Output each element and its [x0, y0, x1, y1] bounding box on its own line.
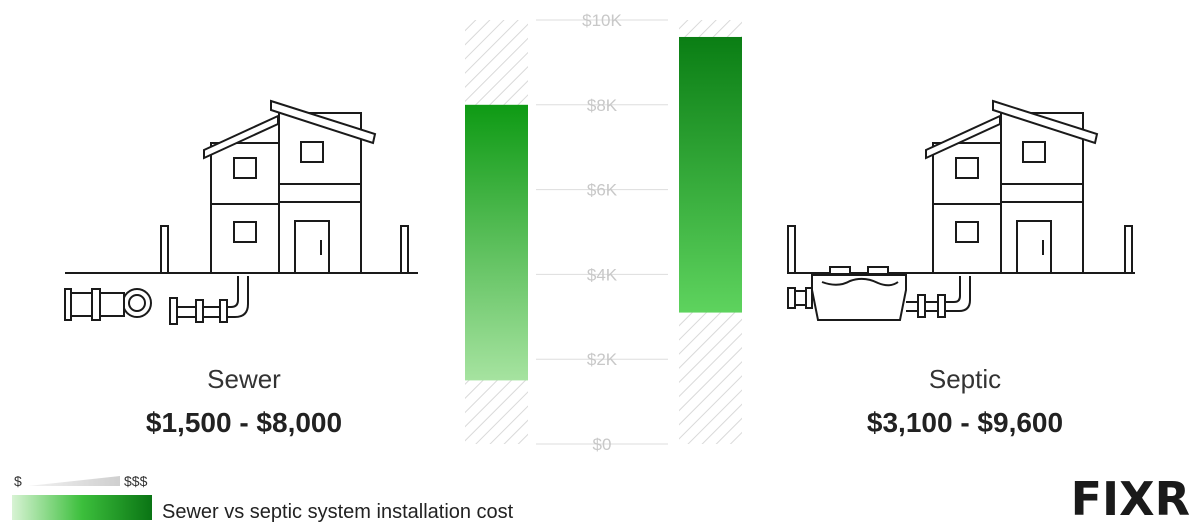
- y-tick-label: $6K: [587, 181, 618, 200]
- septic-cost-bar: [679, 36, 742, 313]
- y-tick-labels: $0 $2K $4K $6K $8K $10K: [582, 11, 622, 454]
- y-tick-label: $2K: [587, 350, 618, 369]
- y-tick-label: $0: [593, 435, 612, 454]
- sewer-cost-range: $1,500 - $8,000: [146, 407, 342, 438]
- sewer-cost-bar: [465, 104, 528, 381]
- septic-house-icon: [787, 99, 1135, 321]
- legend-low-label: $: [14, 473, 22, 489]
- legend-scale-wedge: [28, 476, 120, 486]
- y-gridlines: [536, 19, 668, 445]
- septic-cost-range: $3,100 - $9,600: [867, 407, 1063, 438]
- logo-text: FIXR: [1071, 472, 1190, 526]
- range-bars: [465, 36, 742, 381]
- sewer-label: Sewer: [207, 364, 281, 394]
- legend: $ $$$ Sewer vs septic system installatio…: [12, 473, 514, 523]
- septic-label: Septic: [929, 364, 1001, 394]
- fixr-logo: FIXR: [1071, 472, 1190, 526]
- legend-caption: Sewer vs septic system installation cost: [162, 501, 514, 523]
- y-tick-label: $10K: [582, 11, 622, 30]
- y-tick-label: $8K: [587, 96, 618, 115]
- legend-high-label: $$$: [124, 473, 148, 489]
- y-tick-label: $4K: [587, 265, 618, 284]
- sewer-house-icon: [64, 99, 418, 325]
- legend-gradient-bar: [12, 495, 152, 520]
